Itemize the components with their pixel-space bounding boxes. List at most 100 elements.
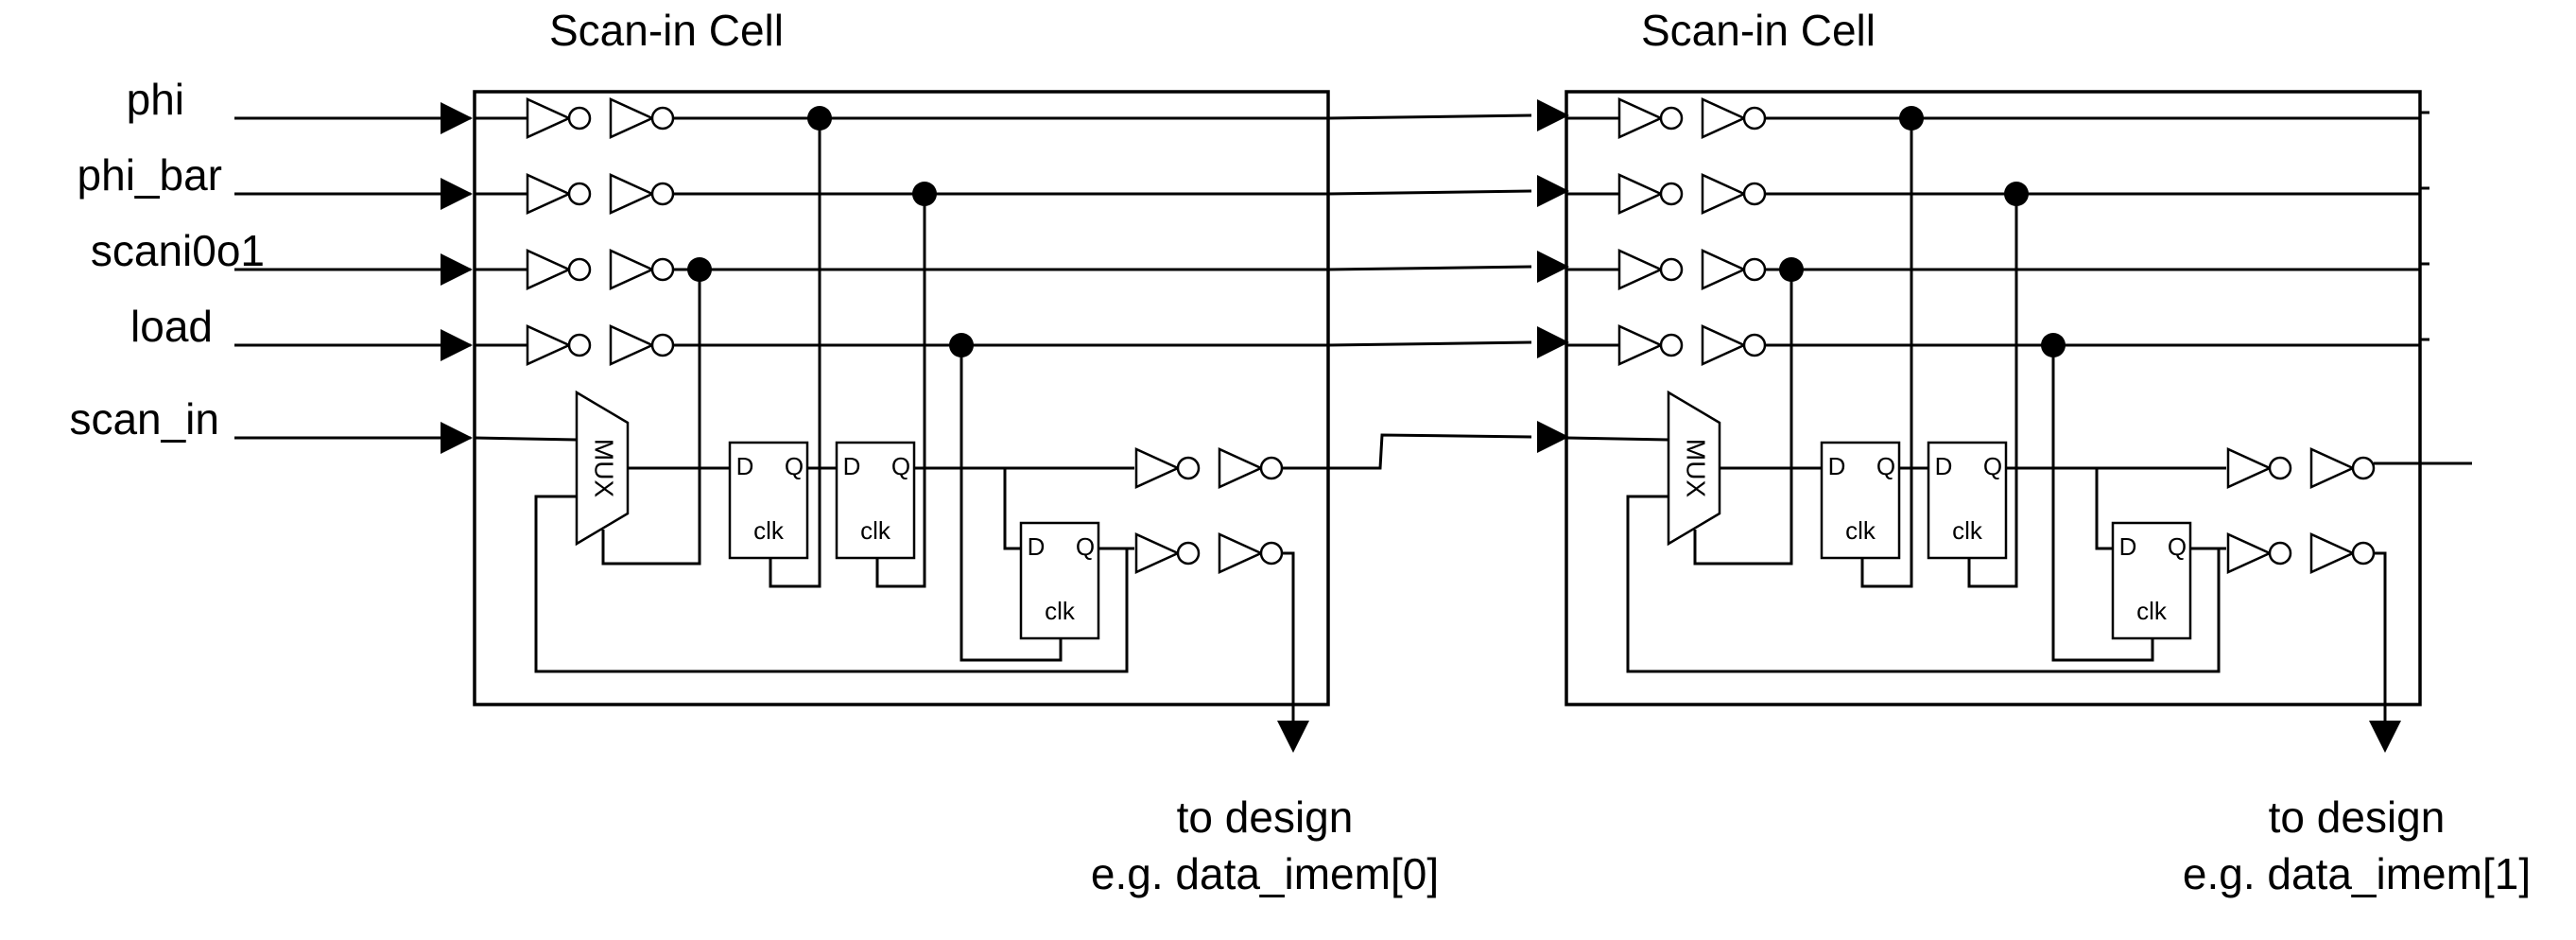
inverter-bubble — [1259, 541, 1284, 566]
output-label-line1: to design — [1177, 792, 1354, 842]
scan-chain-link — [1282, 433, 1532, 470]
ff-clk-label: clk — [860, 516, 891, 545]
arrowhead — [441, 178, 473, 210]
inverter-triangle — [1134, 447, 1182, 489]
inverter-bubble — [567, 182, 592, 206]
ff-d-label: D — [1935, 452, 1953, 480]
arrowhead — [441, 253, 473, 286]
inverter-gate — [1617, 324, 1684, 366]
arrowhead — [1537, 251, 1569, 283]
inverter-gate — [1701, 249, 1767, 290]
inverter-gate — [609, 324, 675, 366]
inverter-gate — [2226, 447, 2292, 489]
inverter-triangle — [1617, 249, 1665, 290]
inverter-gate — [1134, 447, 1201, 489]
arrowhead — [1537, 99, 1569, 131]
wire — [1327, 189, 1532, 196]
inverter-bubble — [2351, 541, 2376, 566]
ff-clk-label: clk — [1845, 516, 1876, 545]
signal-label-phi: phi — [127, 75, 184, 124]
wire — [601, 270, 701, 566]
inverter-bubble — [1176, 541, 1201, 566]
wire — [1693, 270, 1793, 566]
ff-q-label: Q — [1876, 452, 1895, 480]
inverter-bubble — [2268, 456, 2292, 480]
signal-label-load: load — [130, 302, 213, 351]
row-phi — [475, 97, 1328, 139]
right-bus-extension — [2374, 111, 2472, 465]
ff-d-label: D — [843, 452, 861, 480]
inverter-triangle — [1701, 249, 1748, 290]
wire — [2095, 468, 2113, 550]
inverter-gate — [526, 324, 592, 366]
inverter-bubble — [2268, 541, 2292, 566]
inverter-gate — [609, 249, 675, 290]
ff-clk-label: clk — [2136, 597, 2168, 625]
inverter-bubble — [1659, 106, 1684, 131]
flip-flop-box — [2111, 521, 2192, 640]
inverter-triangle — [609, 324, 656, 366]
ff-d-label: D — [736, 452, 754, 480]
wire — [1626, 495, 2221, 673]
signal-label-scan-in: scan_in — [69, 394, 219, 444]
inverter-gate — [1617, 97, 1684, 139]
wire — [1327, 113, 1532, 120]
wire — [1327, 265, 1532, 271]
inverter-gate — [1701, 173, 1767, 215]
inverter-triangle — [526, 249, 573, 290]
flip-flop-box — [1019, 521, 1100, 640]
inverter-gate — [1134, 532, 1201, 574]
inverter-triangle — [2226, 447, 2273, 489]
ff-q-label: Q — [1983, 452, 2002, 480]
mux-shape — [575, 390, 630, 547]
mux-label: MUX — [1682, 439, 1711, 498]
wire — [1327, 340, 1532, 347]
mux: MUX — [575, 390, 630, 547]
inverter-bubble — [1659, 333, 1684, 357]
inverter-triangle — [1701, 97, 1748, 139]
inverter-triangle — [1617, 97, 1665, 139]
wire — [960, 345, 1063, 662]
output-label-line2: e.g. data_imem[1] — [2183, 849, 2531, 898]
row-load — [1566, 324, 2420, 366]
inverter-triangle — [609, 173, 656, 215]
arrowhead — [1537, 326, 1569, 358]
inverter-bubble — [1659, 182, 1684, 206]
cell-title: Scan-in Cell — [1641, 6, 1876, 55]
inverter-gate — [526, 249, 592, 290]
inverter-bubble — [1176, 456, 1201, 480]
inverter-triangle — [2309, 447, 2357, 489]
row-phi — [1566, 97, 2420, 139]
ff-clk-label: clk — [753, 516, 785, 545]
inverter-triangle — [609, 249, 656, 290]
cell-boundary — [1565, 90, 2422, 706]
output-label-line1: to design — [2269, 792, 2446, 842]
inverter-bubble — [1742, 333, 1767, 357]
ff-q-label: Q — [785, 452, 804, 480]
inverter-triangle — [609, 97, 656, 139]
signal-label-phi-bar: phi_bar — [78, 150, 222, 200]
arrowhead — [441, 329, 473, 361]
inverter-bubble — [1742, 106, 1767, 131]
ff-q-label: Q — [2168, 532, 2187, 561]
flip-flop-box — [835, 441, 916, 560]
ff-q-label: Q — [1076, 532, 1095, 561]
inverter-gate — [526, 173, 592, 215]
inverter-bubble — [567, 333, 592, 357]
arrowhead — [2369, 721, 2401, 753]
inverter-bubble — [1659, 257, 1684, 282]
inverter-triangle — [526, 97, 573, 139]
row-phi-bar — [475, 173, 1328, 215]
flip-flop-box — [1927, 441, 2008, 560]
ff-d-label: D — [2119, 532, 2137, 561]
arrowhead — [1537, 175, 1569, 207]
inverter-gate — [1218, 532, 1284, 574]
arrowhead — [441, 422, 473, 454]
inverter-gate — [1218, 447, 1284, 489]
ff-clk-label: clk — [1952, 516, 1983, 545]
inverter-triangle — [1218, 532, 1265, 574]
